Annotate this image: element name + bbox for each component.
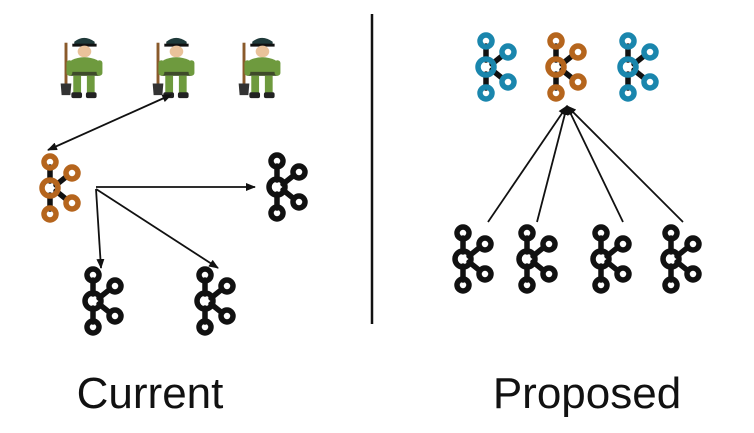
kafka-logo-icon — [519, 227, 555, 291]
follower-broker — [197, 269, 233, 333]
quorum-controller — [478, 35, 514, 99]
zookeeper-worker-icon — [60, 37, 103, 99]
follower-broker — [269, 155, 305, 219]
broker — [519, 227, 555, 291]
leader-broker — [42, 156, 78, 220]
kafka-logo-icon — [455, 227, 491, 291]
zookeeper-worker-icon — [152, 37, 195, 99]
kafka-logo-icon — [269, 155, 305, 219]
zookeeper-node — [60, 37, 103, 99]
kafka-logo-icon — [593, 227, 629, 291]
broker — [455, 227, 491, 291]
kafka-logo-icon — [663, 227, 699, 291]
leader-to-follower-arrow — [95, 188, 219, 269]
broker-to-controller-arrow — [566, 105, 684, 223]
proposed-label: Proposed — [492, 369, 682, 418]
broker — [663, 227, 699, 291]
zookeeper-worker-icon — [238, 37, 281, 99]
broker-to-controller-arrow — [536, 105, 569, 223]
broker — [593, 227, 629, 291]
current-section — [42, 37, 305, 333]
leader-to-follower-arrow — [95, 188, 105, 269]
kafka-logo-icon — [548, 35, 584, 99]
broker-to-controller-arrow — [566, 105, 624, 223]
kafka-logo-icon — [620, 35, 656, 99]
zk-leader-link-arrow — [47, 94, 173, 151]
follower-broker — [85, 269, 121, 333]
kafka-logo-icon — [42, 156, 78, 220]
zookeeper-node — [238, 37, 281, 99]
kafka-logo-icon — [478, 35, 514, 99]
quorum-controller — [620, 35, 656, 99]
kafka-logo-icon — [85, 269, 121, 333]
kafka-logo-icon — [197, 269, 233, 333]
broker-to-controller-arrow — [487, 105, 568, 223]
zookeeper-node — [152, 37, 195, 99]
current-label: Current — [76, 369, 224, 418]
active-controller — [548, 35, 584, 99]
proposed-section — [455, 35, 699, 291]
